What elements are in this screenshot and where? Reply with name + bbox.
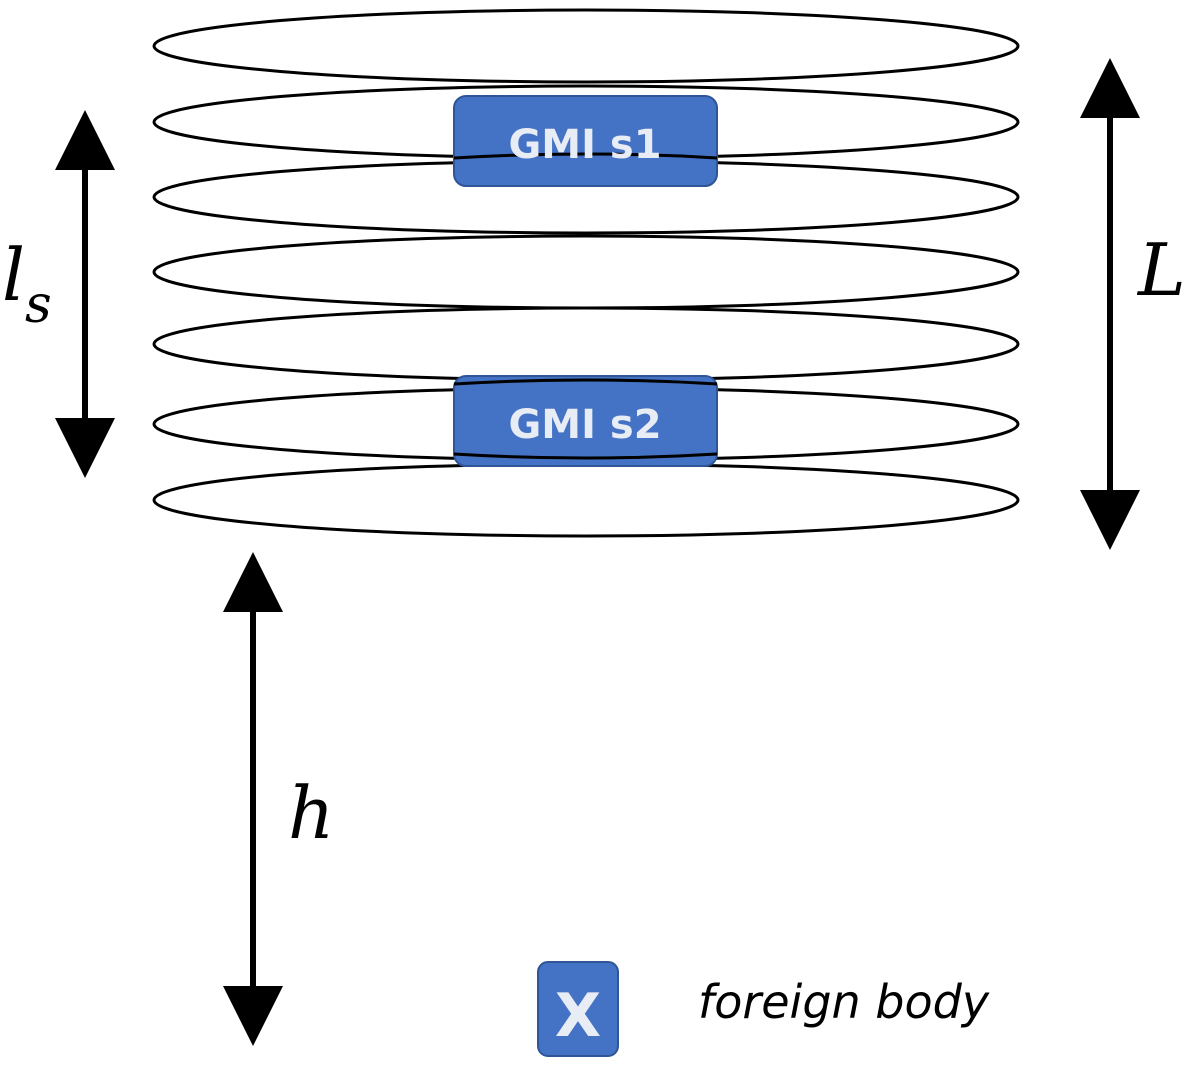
sensor-spacing-label: ls bbox=[2, 233, 52, 335]
sensor-spacing-symbol: l bbox=[2, 233, 25, 317]
gmi-sensor-s1-label: GMI s1 bbox=[508, 122, 661, 168]
gmi-sensor-s2-body bbox=[453, 375, 718, 467]
foreign-body-marker-label: X bbox=[555, 981, 601, 1051]
gmi-sensor-s2-label: GMI s2 bbox=[508, 402, 661, 448]
coil bbox=[152, 8, 1020, 538]
legend-foreign-body: X foreign body bbox=[537, 961, 990, 1057]
gmi-sensor-s2-wire-lower bbox=[453, 452, 718, 460]
gmi-sensor-s1-wire bbox=[453, 152, 718, 160]
sensor-spacing-subscript: s bbox=[25, 275, 52, 335]
foreign-body-marker bbox=[537, 961, 619, 1057]
foreign-body-label: foreign body bbox=[698, 975, 990, 1029]
coil-turn-1 bbox=[152, 8, 1020, 84]
gmi-sensor-s1: GMI s1 bbox=[453, 95, 718, 187]
coil-turn-4 bbox=[152, 234, 1020, 310]
height-dimension: h bbox=[223, 552, 334, 1046]
coil-length-label: L bbox=[1136, 228, 1186, 312]
sensor-spacing-dimension: ls bbox=[2, 110, 115, 478]
gmi-sensor-s1-body bbox=[453, 95, 718, 187]
height-label: h bbox=[288, 771, 334, 855]
gmi-sensor-s2-wire bbox=[453, 378, 718, 386]
coil-turn-5 bbox=[152, 306, 1020, 382]
gmi-sensor-s2: GMI s2 bbox=[453, 375, 718, 467]
coil-turn-7 bbox=[152, 462, 1020, 538]
coil-length-dimension: L bbox=[1080, 57, 1186, 550]
